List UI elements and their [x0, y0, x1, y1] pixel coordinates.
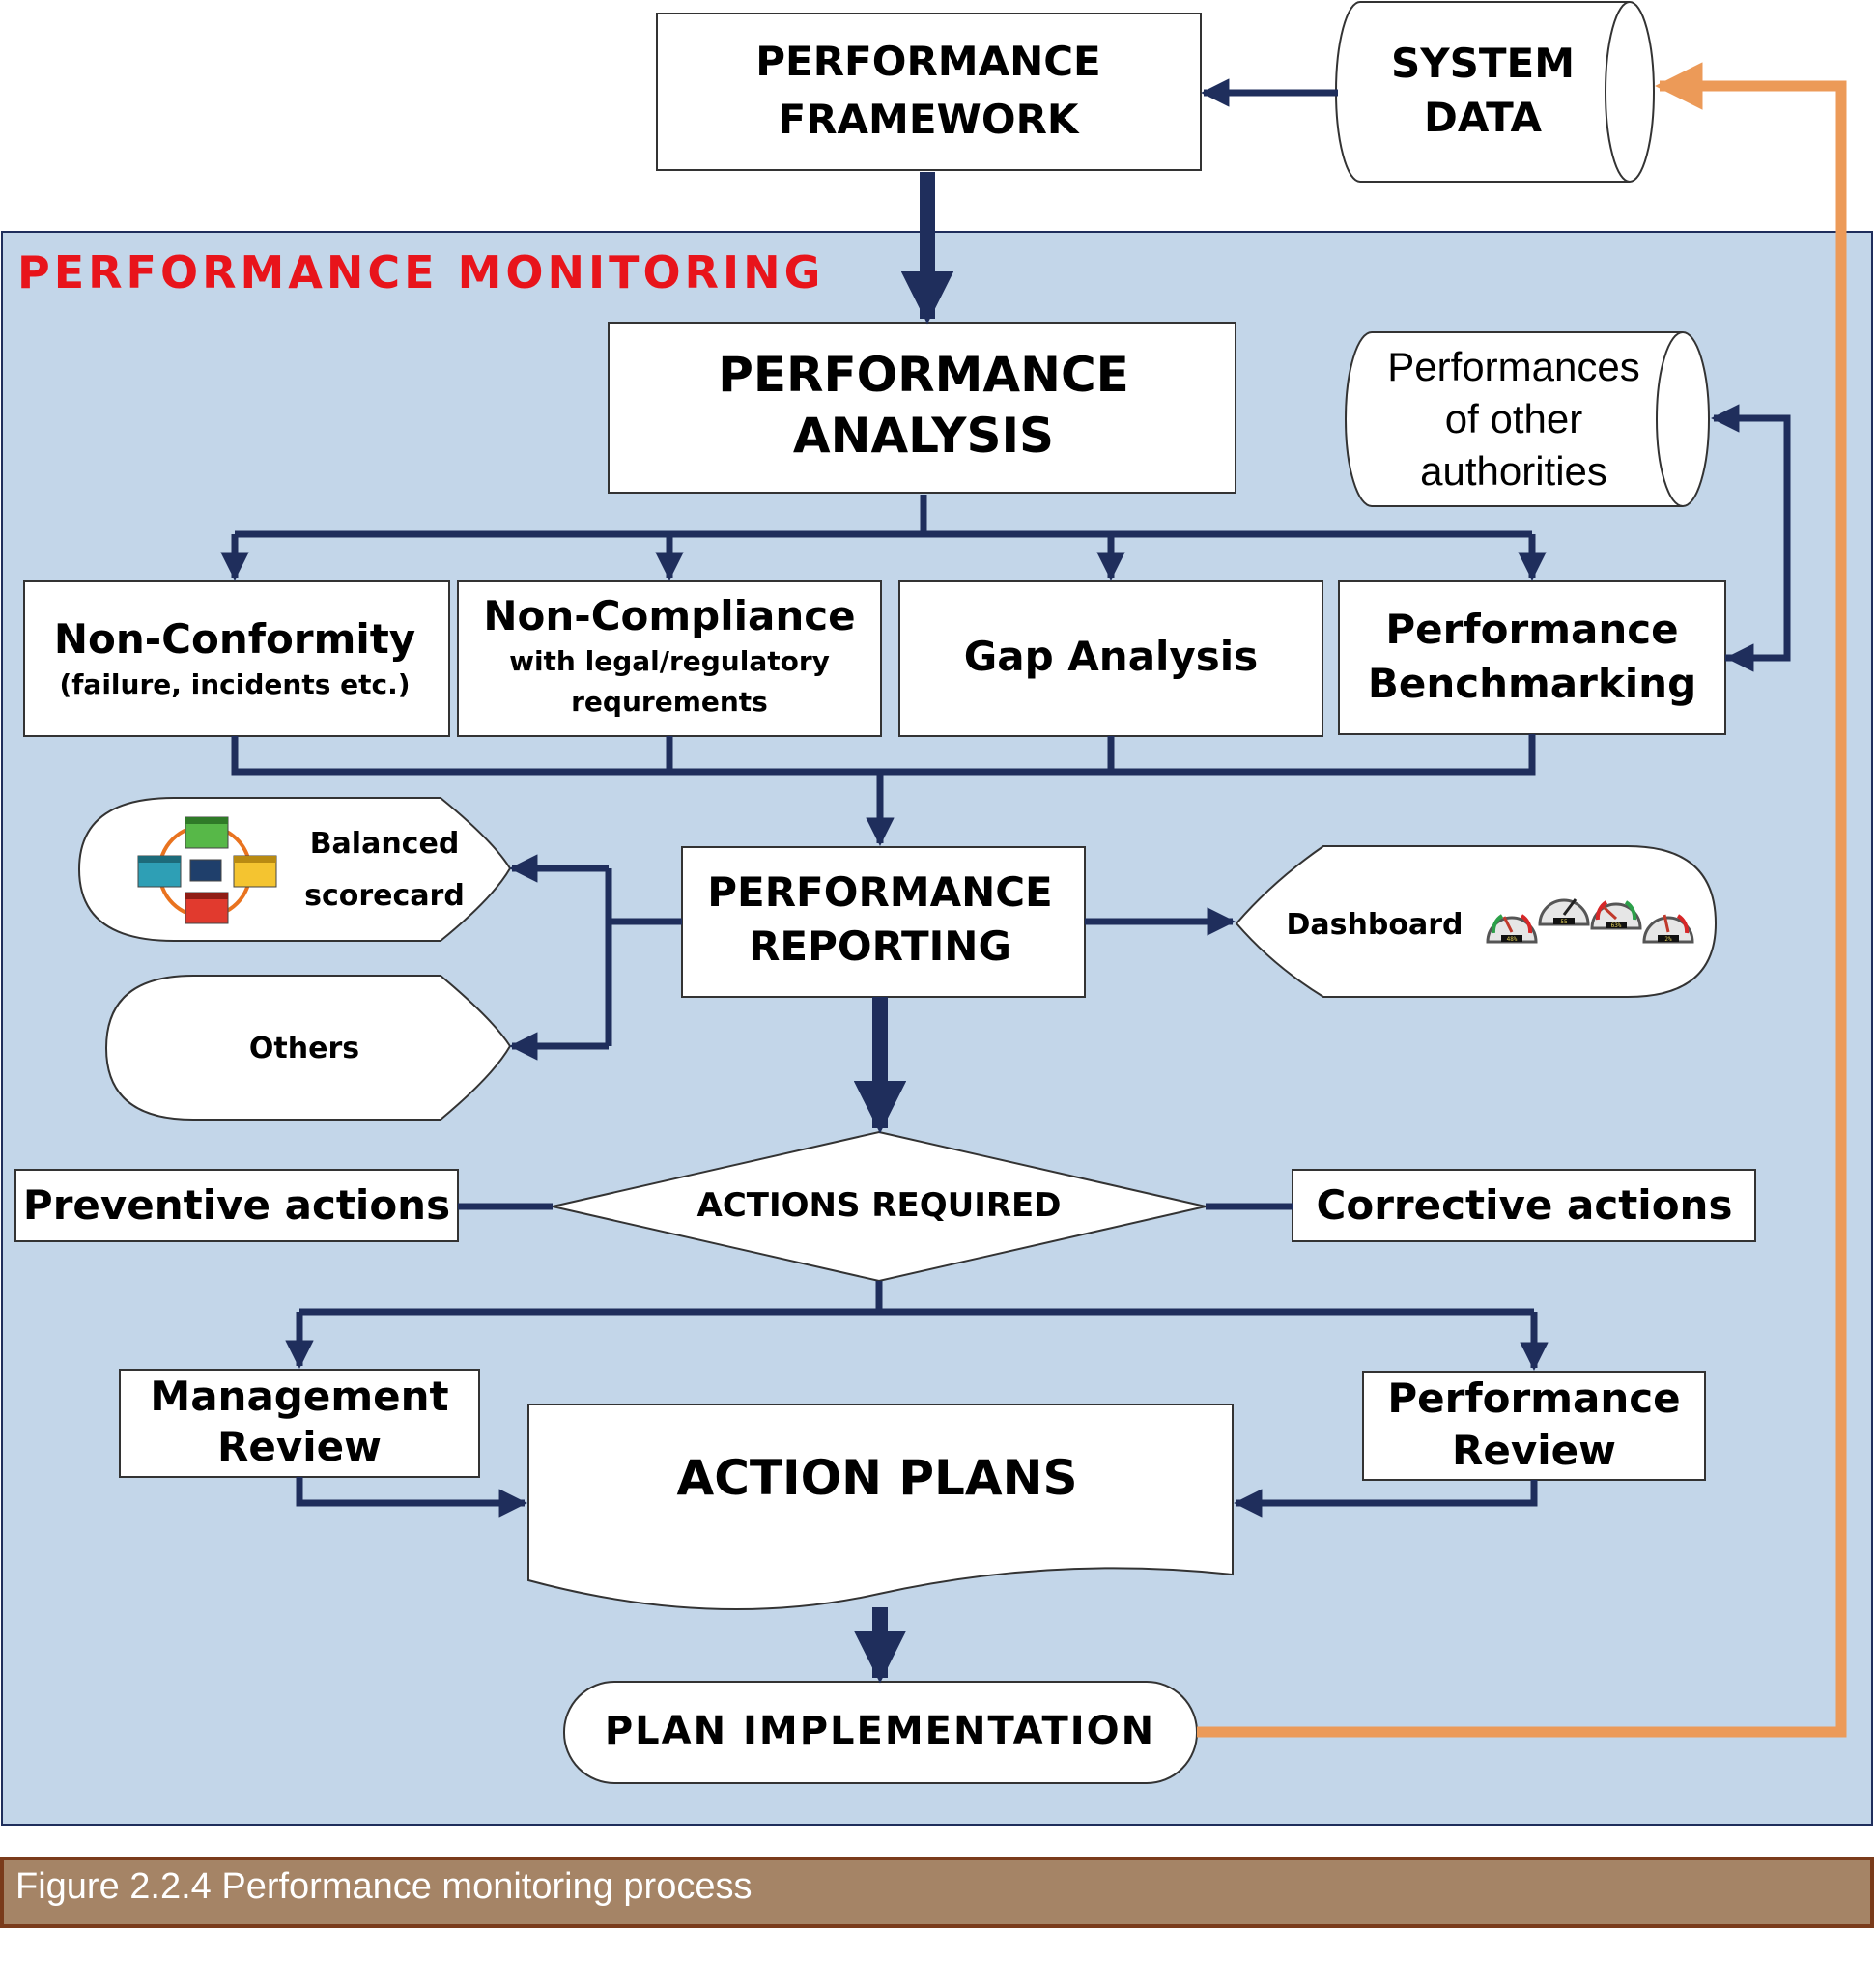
performance-review-label: Performance — [1387, 1375, 1680, 1422]
gauge-1-value: 48% — [1507, 936, 1518, 943]
corrective-actions-label: Corrective actions — [1317, 1181, 1733, 1229]
section-title: PERFORMANCE MONITORING — [17, 246, 824, 298]
other-authorities-label-2: of other — [1445, 396, 1582, 441]
gauge-1: 48% — [1486, 914, 1538, 944]
gauge-4: 2% — [1642, 914, 1694, 944]
preventive-actions-box: Preventive actions — [14, 1169, 459, 1242]
system-data-label-2: DATA — [1424, 94, 1542, 141]
action-plans-document: ACTION PLANS — [527, 1404, 1234, 1610]
preventive-actions-label: Preventive actions — [23, 1181, 450, 1229]
system-data-label: SYSTEM — [1391, 40, 1575, 87]
balanced-scorecard-shape: Balanced scorecard — [77, 797, 512, 942]
others-label: Others — [249, 1032, 359, 1065]
reporting-box: PERFORMANCE REPORTING — [681, 846, 1086, 998]
gauge-2: 55 — [1538, 898, 1590, 926]
non-conformity-box: Non-Conformity (failure, incidents etc.) — [23, 580, 450, 737]
dashboard-shape: Dashboard 48% 55 63 — [1235, 845, 1718, 998]
actions-required-diamond: ACTIONS REQUIRED — [552, 1130, 1207, 1283]
dashboard-label: Dashboard — [1287, 908, 1464, 942]
analysis-label: PERFORMANCE — [718, 347, 1129, 403]
non-conformity-title: Non-Conformity — [54, 615, 415, 663]
other-authorities-cylinder: Performances of other authorities — [1345, 331, 1710, 507]
gauge-4-value: 2% — [1664, 936, 1672, 943]
figure-caption-text: Figure 2.2.4 Performance monitoring proc… — [15, 1866, 752, 1907]
performance-review-box: Performance Review — [1362, 1371, 1706, 1481]
non-compliance-subtitle-2: requrements — [571, 686, 768, 718]
analysis-box: PERFORMANCE ANALYSIS — [608, 322, 1236, 494]
non-compliance-subtitle: with legal/regulatory — [509, 645, 830, 677]
non-compliance-box: Non-Compliance with legal/regulatory req… — [457, 580, 882, 737]
figure-caption: Figure 2.2.4 Performance monitoring proc… — [0, 1857, 1874, 1928]
action-plans-label: ACTION PLANS — [677, 1450, 1078, 1506]
gauges-group: 48% 55 63% 2% — [1486, 898, 1694, 944]
performance-review-label-2: Review — [1452, 1427, 1616, 1474]
framework-box: PERFORMANCE FRAMEWORK — [656, 13, 1202, 171]
gauge-3-value: 63% — [1611, 922, 1622, 929]
management-review-label: Management — [150, 1373, 448, 1420]
system-data-cylinder: SYSTEM DATA — [1335, 1, 1655, 183]
framework-label: PERFORMANCE — [755, 38, 1101, 85]
corrective-actions-box: Corrective actions — [1292, 1169, 1756, 1242]
other-authorities-label: Performances — [1387, 344, 1639, 389]
reporting-label-2: REPORTING — [749, 922, 1011, 970]
reporting-label: PERFORMANCE — [707, 868, 1053, 916]
benchmarking-label: Performance — [1385, 606, 1678, 653]
connectors — [220, 62, 1847, 1738]
benchmarking-label-2: Benchmarking — [1368, 660, 1696, 707]
other-authorities-label-3: authorities — [1420, 448, 1607, 494]
benchmarking-box: Performance Benchmarking — [1338, 580, 1726, 735]
gap-analysis-label: Gap Analysis — [964, 633, 1258, 680]
framework-label-2: FRAMEWORK — [779, 96, 1080, 143]
gauge-3: 63% — [1590, 900, 1642, 930]
scorecard-icon — [137, 816, 277, 924]
gap-analysis-box: Gap Analysis — [898, 580, 1323, 737]
balanced-scorecard-label: Balanced — [310, 827, 460, 861]
others-shape: Others — [104, 975, 512, 1121]
management-review-box: Management Review — [119, 1369, 480, 1478]
plan-implementation-label: PLAN IMPLEMENTATION — [605, 1709, 1155, 1753]
balanced-scorecard-label-2: scorecard — [304, 879, 465, 913]
non-compliance-title: Non-Compliance — [483, 592, 855, 639]
gauge-2-value: 55 — [1560, 919, 1568, 925]
analysis-label-2: ANALYSIS — [793, 408, 1054, 464]
actions-required-label: ACTIONS REQUIRED — [697, 1186, 1062, 1225]
plan-implementation-terminator: PLAN IMPLEMENTATION — [563, 1681, 1198, 1784]
management-review-label-2: Review — [217, 1423, 382, 1470]
non-conformity-subtitle: (failure, incidents etc.) — [59, 668, 410, 700]
